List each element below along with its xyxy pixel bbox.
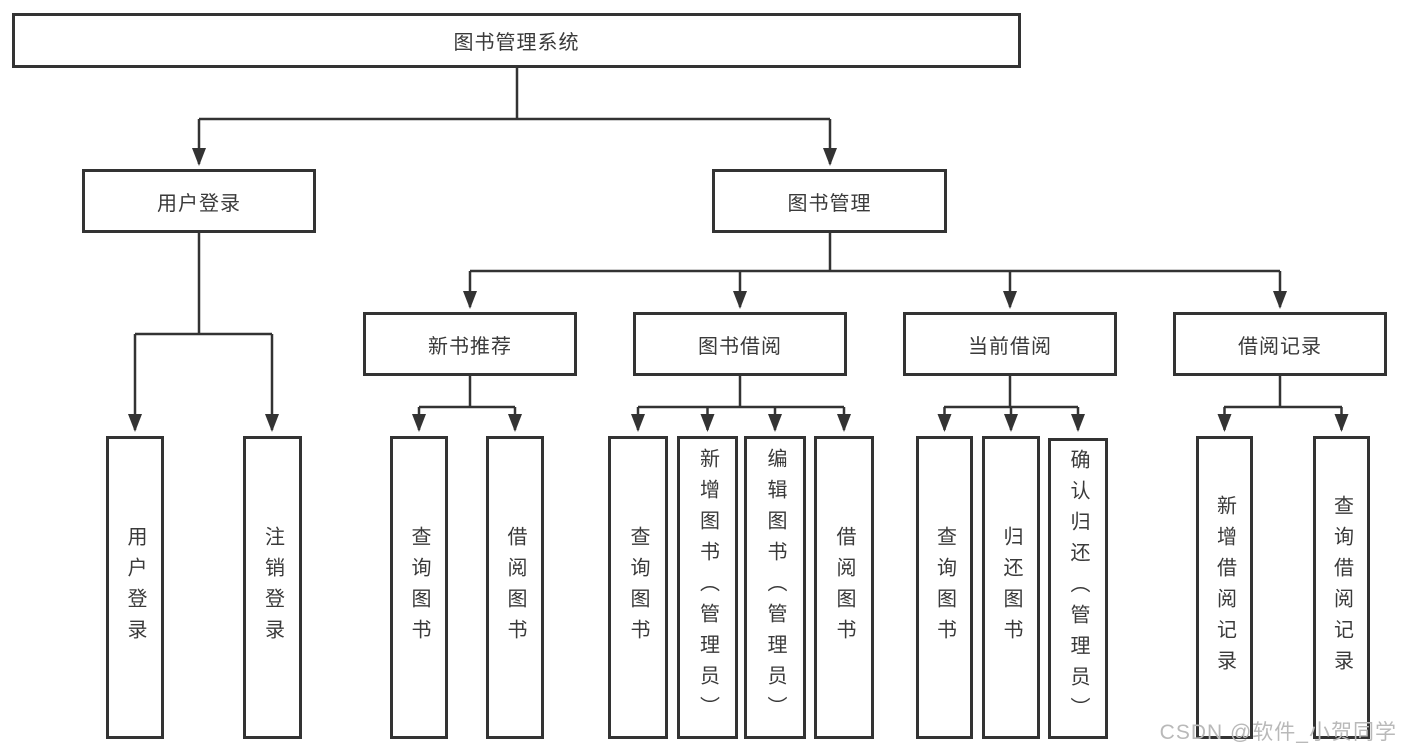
watermark: CSDN @软件_小贺同学 [1159,721,1397,744]
leaf-confirm-return-admin-label: 确认归还（管理员） [1067,449,1089,728]
node-user-login: 用户登录 [82,169,316,233]
leaf-query-borrow-record-label: 查询借阅记录 [1330,494,1353,681]
leaf-borrow-books-borrowing-label: 借阅图书 [833,525,855,650]
node-book-borrowing-label: 图书借阅 [698,335,782,358]
node-root-label: 图书管理系统 [453,32,580,54]
leaf-logout-label: 注销登录 [261,525,284,650]
leaf-confirm-return-admin: 确认归还（管理员） [1048,438,1108,739]
node-new-book-recommendation: 新书推荐 [363,312,577,376]
connector-arrows [128,119,1349,432]
leaf-user-login-label: 用户登录 [124,525,146,650]
node-borrowing-records: 借阅记录 [1173,312,1387,376]
leaf-borrow-books-recommend: 借阅图书 [486,436,544,739]
node-new-book-recommendation-label: 新书推荐 [428,335,512,358]
leaf-query-books-borrowing-label: 查询图书 [627,525,649,650]
leaf-borrow-books-recommend-label: 借阅图书 [504,525,526,650]
node-book-management-label: 图书管理 [787,192,872,215]
leaf-query-books-recommend: 查询图书 [390,436,448,739]
node-user-login-label: 用户登录 [157,192,241,215]
leaf-logout: 注销登录 [243,436,302,739]
leaf-add-borrow-record-label: 新增借阅记录 [1213,494,1236,681]
leaf-return-books: 归还图书 [982,436,1040,739]
node-root: 图书管理系统 [12,13,1021,68]
node-current-borrowing: 当前借阅 [903,312,1117,376]
leaf-query-borrow-record: 查询借阅记录 [1313,436,1370,739]
leaf-query-books-current-label: 查询图书 [933,525,956,650]
leaf-query-books-recommend-label: 查询图书 [408,525,430,650]
leaf-add-borrow-record: 新增借阅记录 [1196,436,1253,739]
leaf-return-books-label: 归还图书 [1000,525,1022,650]
leaf-edit-book-admin-label: 编辑图书（管理员） [764,448,786,727]
leaf-query-books-borrowing: 查询图书 [608,436,668,739]
node-current-borrowing-label: 当前借阅 [968,335,1052,358]
node-book-borrowing: 图书借阅 [633,312,847,376]
leaf-edit-book-admin: 编辑图书（管理员） [744,436,806,739]
node-book-management: 图书管理 [712,169,947,233]
leaf-add-book-admin: 新增图书（管理员） [677,436,738,739]
leaf-user-login: 用户登录 [106,436,164,739]
leaf-query-books-current: 查询图书 [916,436,973,739]
leaf-borrow-books-borrowing: 借阅图书 [814,436,874,739]
node-borrowing-records-label: 借阅记录 [1238,335,1322,358]
leaf-add-book-admin-label: 新增图书（管理员） [696,448,719,727]
